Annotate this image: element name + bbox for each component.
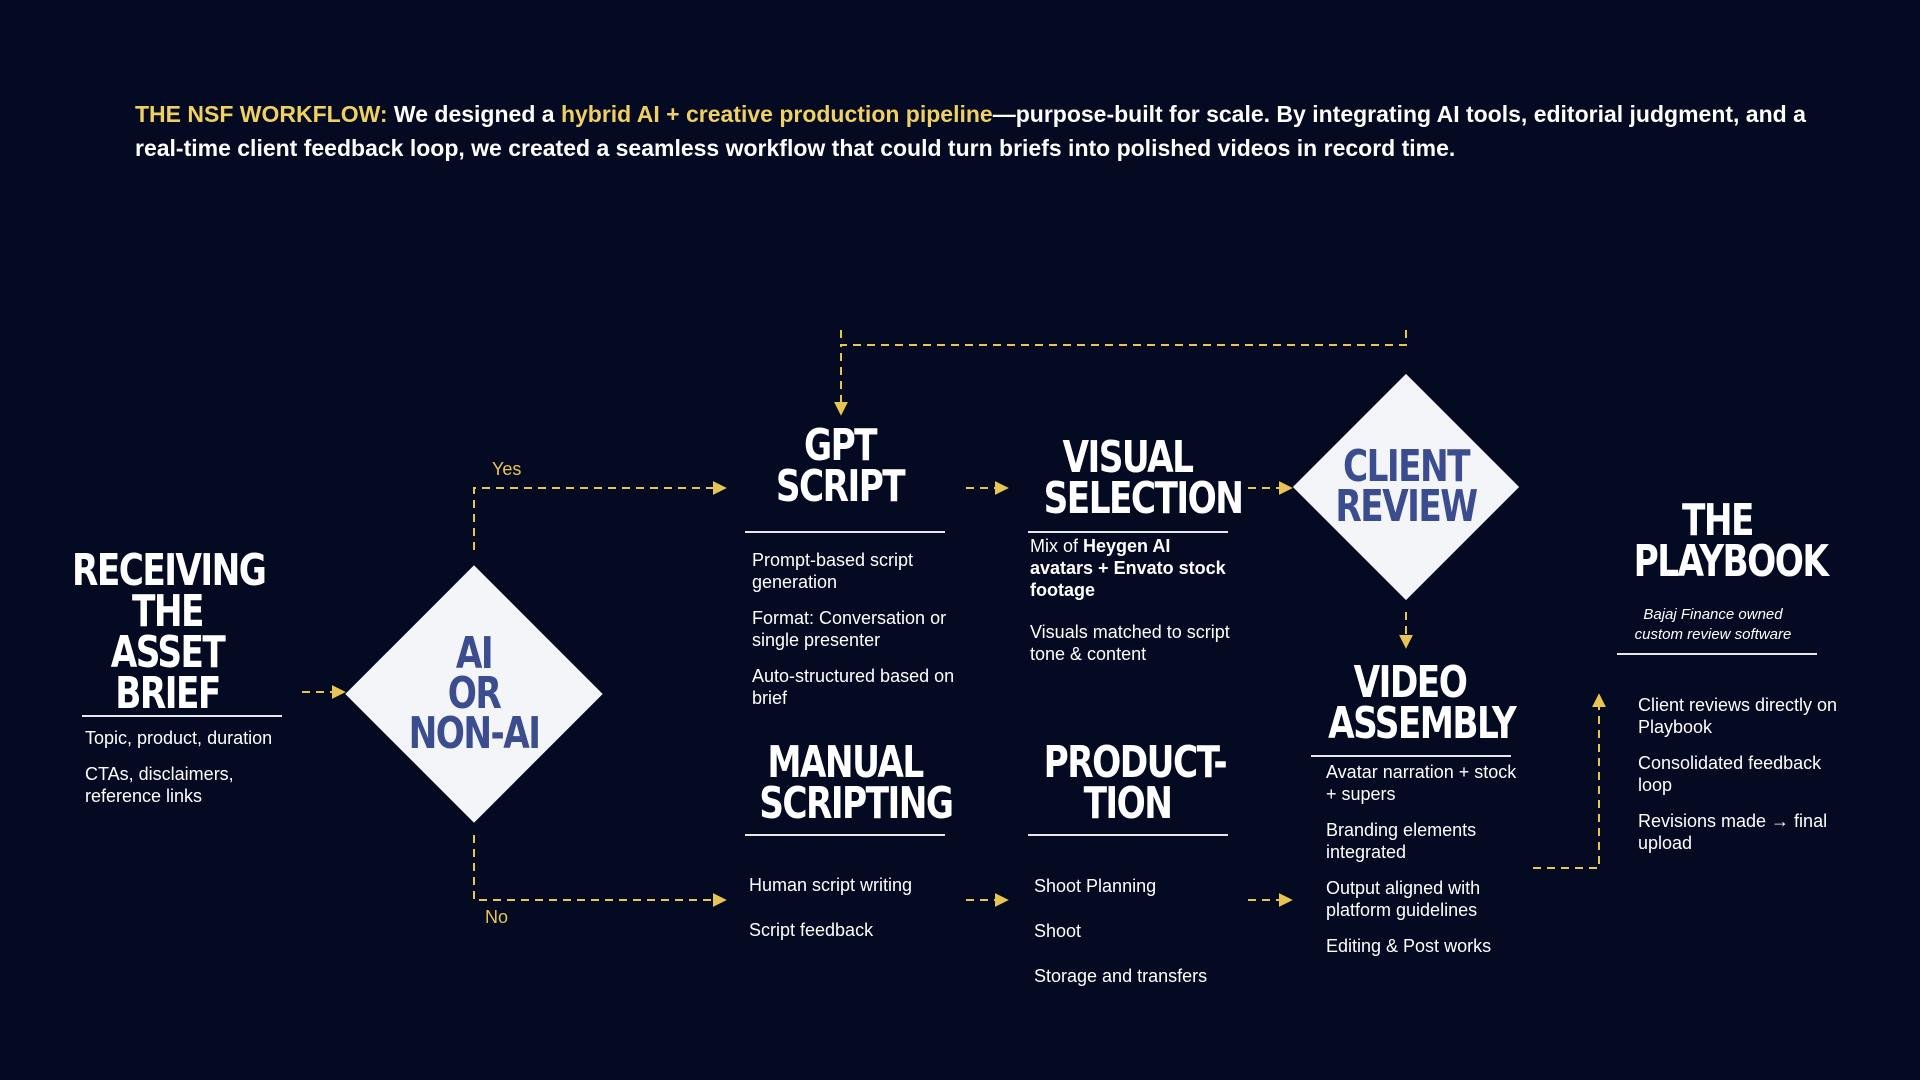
production-item: Shoot Planning (1034, 876, 1157, 896)
playbook-item: Consolidated feedback loop (1638, 753, 1822, 795)
decision-label: AI OR NON-AI (374, 552, 574, 836)
production-divider (1028, 834, 1228, 836)
visual-item: Visuals matched to script tone & content (1030, 622, 1230, 664)
assembly-divider (1311, 755, 1511, 757)
receiving-items: Topic, product, duration CTAs, disclaime… (85, 727, 295, 821)
playbook-subtitle: Bajaj Finance owned custom review softwa… (1634, 606, 1792, 643)
gpt-item: Prompt-based script generation (752, 550, 914, 592)
assembly-item: Output aligned with platform guidelines (1326, 878, 1481, 920)
playbook-item: Client reviews directly on Playbook (1638, 695, 1838, 737)
assembly-title-line-1: VIDEO (1353, 657, 1468, 708)
manual-divider (745, 834, 945, 836)
production-items: Shoot Planning Shoot Storage and transfe… (1034, 875, 1234, 1001)
assembly-items: Avatar narration + stock + supers Brandi… (1326, 761, 1531, 971)
decision-line-3: NON-AI (408, 708, 541, 759)
intro-text-1: We designed a (387, 101, 561, 127)
client-review-diamond: CLIENT REVIEW (1292, 362, 1520, 612)
visual-title-line-2: SELECTION (1043, 473, 1244, 524)
manual-item: Human script writing (749, 875, 913, 895)
decision-line-1: AI (455, 628, 494, 679)
arrow-yes-branch (473, 481, 727, 550)
assembly-item: Avatar narration + stock + supers (1326, 762, 1517, 804)
assembly-title-line-2: ASSEMBLY (1328, 698, 1517, 749)
arrow-no-branch (473, 835, 727, 907)
visual-item-mix: Mix of Heygen AI avatars + Envato stock … (1030, 536, 1226, 600)
manual-scripting-title: MANUAL SCRIPTING (759, 737, 954, 829)
playbook-title-line-2: PLAYBOOK (1633, 536, 1829, 587)
receiving-title-line-1: RECEIVING (71, 545, 267, 596)
receiving-brief-title: RECEIVING THE ASSET BRIEF (71, 545, 267, 719)
production-title-line-2: TION (1083, 778, 1173, 829)
receiving-title-line-2: THE ASSET (110, 586, 226, 678)
gpt-items: Prompt-based script generation Format: C… (752, 549, 967, 723)
playbook-item: Revisions made → final upload (1638, 811, 1828, 853)
client-review-line-1: CLIENT (1342, 441, 1471, 492)
intro-highlight: hybrid AI + creative production pipeline (560, 101, 993, 127)
receiving-item: Topic, product, duration (85, 728, 273, 748)
assembly-item: Editing & Post works (1326, 936, 1492, 956)
playbook-items: Client reviews directly on Playbook Cons… (1638, 694, 1853, 868)
production-title-line-1: PRODUCT- (1043, 737, 1228, 788)
playbook-title-line-1: THE (1682, 495, 1754, 546)
visual-title-line-1: VISUAL (1062, 432, 1194, 483)
visual-selection-title: VISUAL SELECTION (1043, 432, 1244, 524)
playbook-title: THE PLAYBOOK (1633, 495, 1829, 587)
production-item: Storage and transfers (1034, 966, 1208, 986)
assembly-item: Branding elements integrated (1326, 820, 1477, 862)
video-assembly-title: VIDEO ASSEMBLY (1328, 657, 1517, 749)
receiving-item: CTAs, disclaimers, reference links (85, 764, 234, 806)
receiving-divider (82, 715, 282, 717)
production-item: Shoot (1034, 921, 1082, 941)
yes-label: Yes (492, 459, 522, 479)
intro-text-2: —purpose-built for scale. By integrating… (135, 101, 1806, 161)
gpt-item: Auto-structured based on brief (752, 666, 955, 708)
gpt-title-line-1: GPT (803, 420, 878, 471)
manual-items: Human script writing Script feedback (749, 874, 949, 955)
production-title: PRODUCT- TION (1043, 737, 1228, 829)
gpt-script-title: GPT SCRIPT (762, 420, 918, 512)
manual-title-line-2: SCRIPTING (759, 778, 954, 829)
gpt-item: Format: Conversation or single presenter (752, 608, 947, 650)
manual-title-line-1: MANUAL (767, 737, 924, 788)
intro-paragraph: THE NSF WORKFLOW: We designed a hybrid A… (135, 97, 1815, 165)
manual-item: Script feedback (749, 920, 874, 940)
arrow-feedback-loop (834, 330, 1407, 416)
receiving-title-line-3: BRIEF (115, 668, 221, 719)
intro-lead: THE NSF WORKFLOW: (135, 101, 388, 127)
ai-or-non-ai-diamond: AI OR NON-AI (345, 552, 603, 836)
gpt-divider (745, 531, 945, 533)
decision-line-2: OR (447, 668, 502, 719)
visual-divider (1028, 531, 1228, 533)
no-label: No (485, 907, 509, 927)
client-review-line-2: REVIEW (1335, 481, 1478, 532)
client-review-label: CLIENT REVIEW (1318, 362, 1494, 612)
arrow-assembly-to-playbook (1533, 693, 1606, 869)
visual-items: Mix of Heygen AI avatars + Envato stock … (1030, 535, 1230, 679)
playbook-divider (1617, 653, 1817, 655)
gpt-title-line-2: SCRIPT (775, 461, 906, 512)
